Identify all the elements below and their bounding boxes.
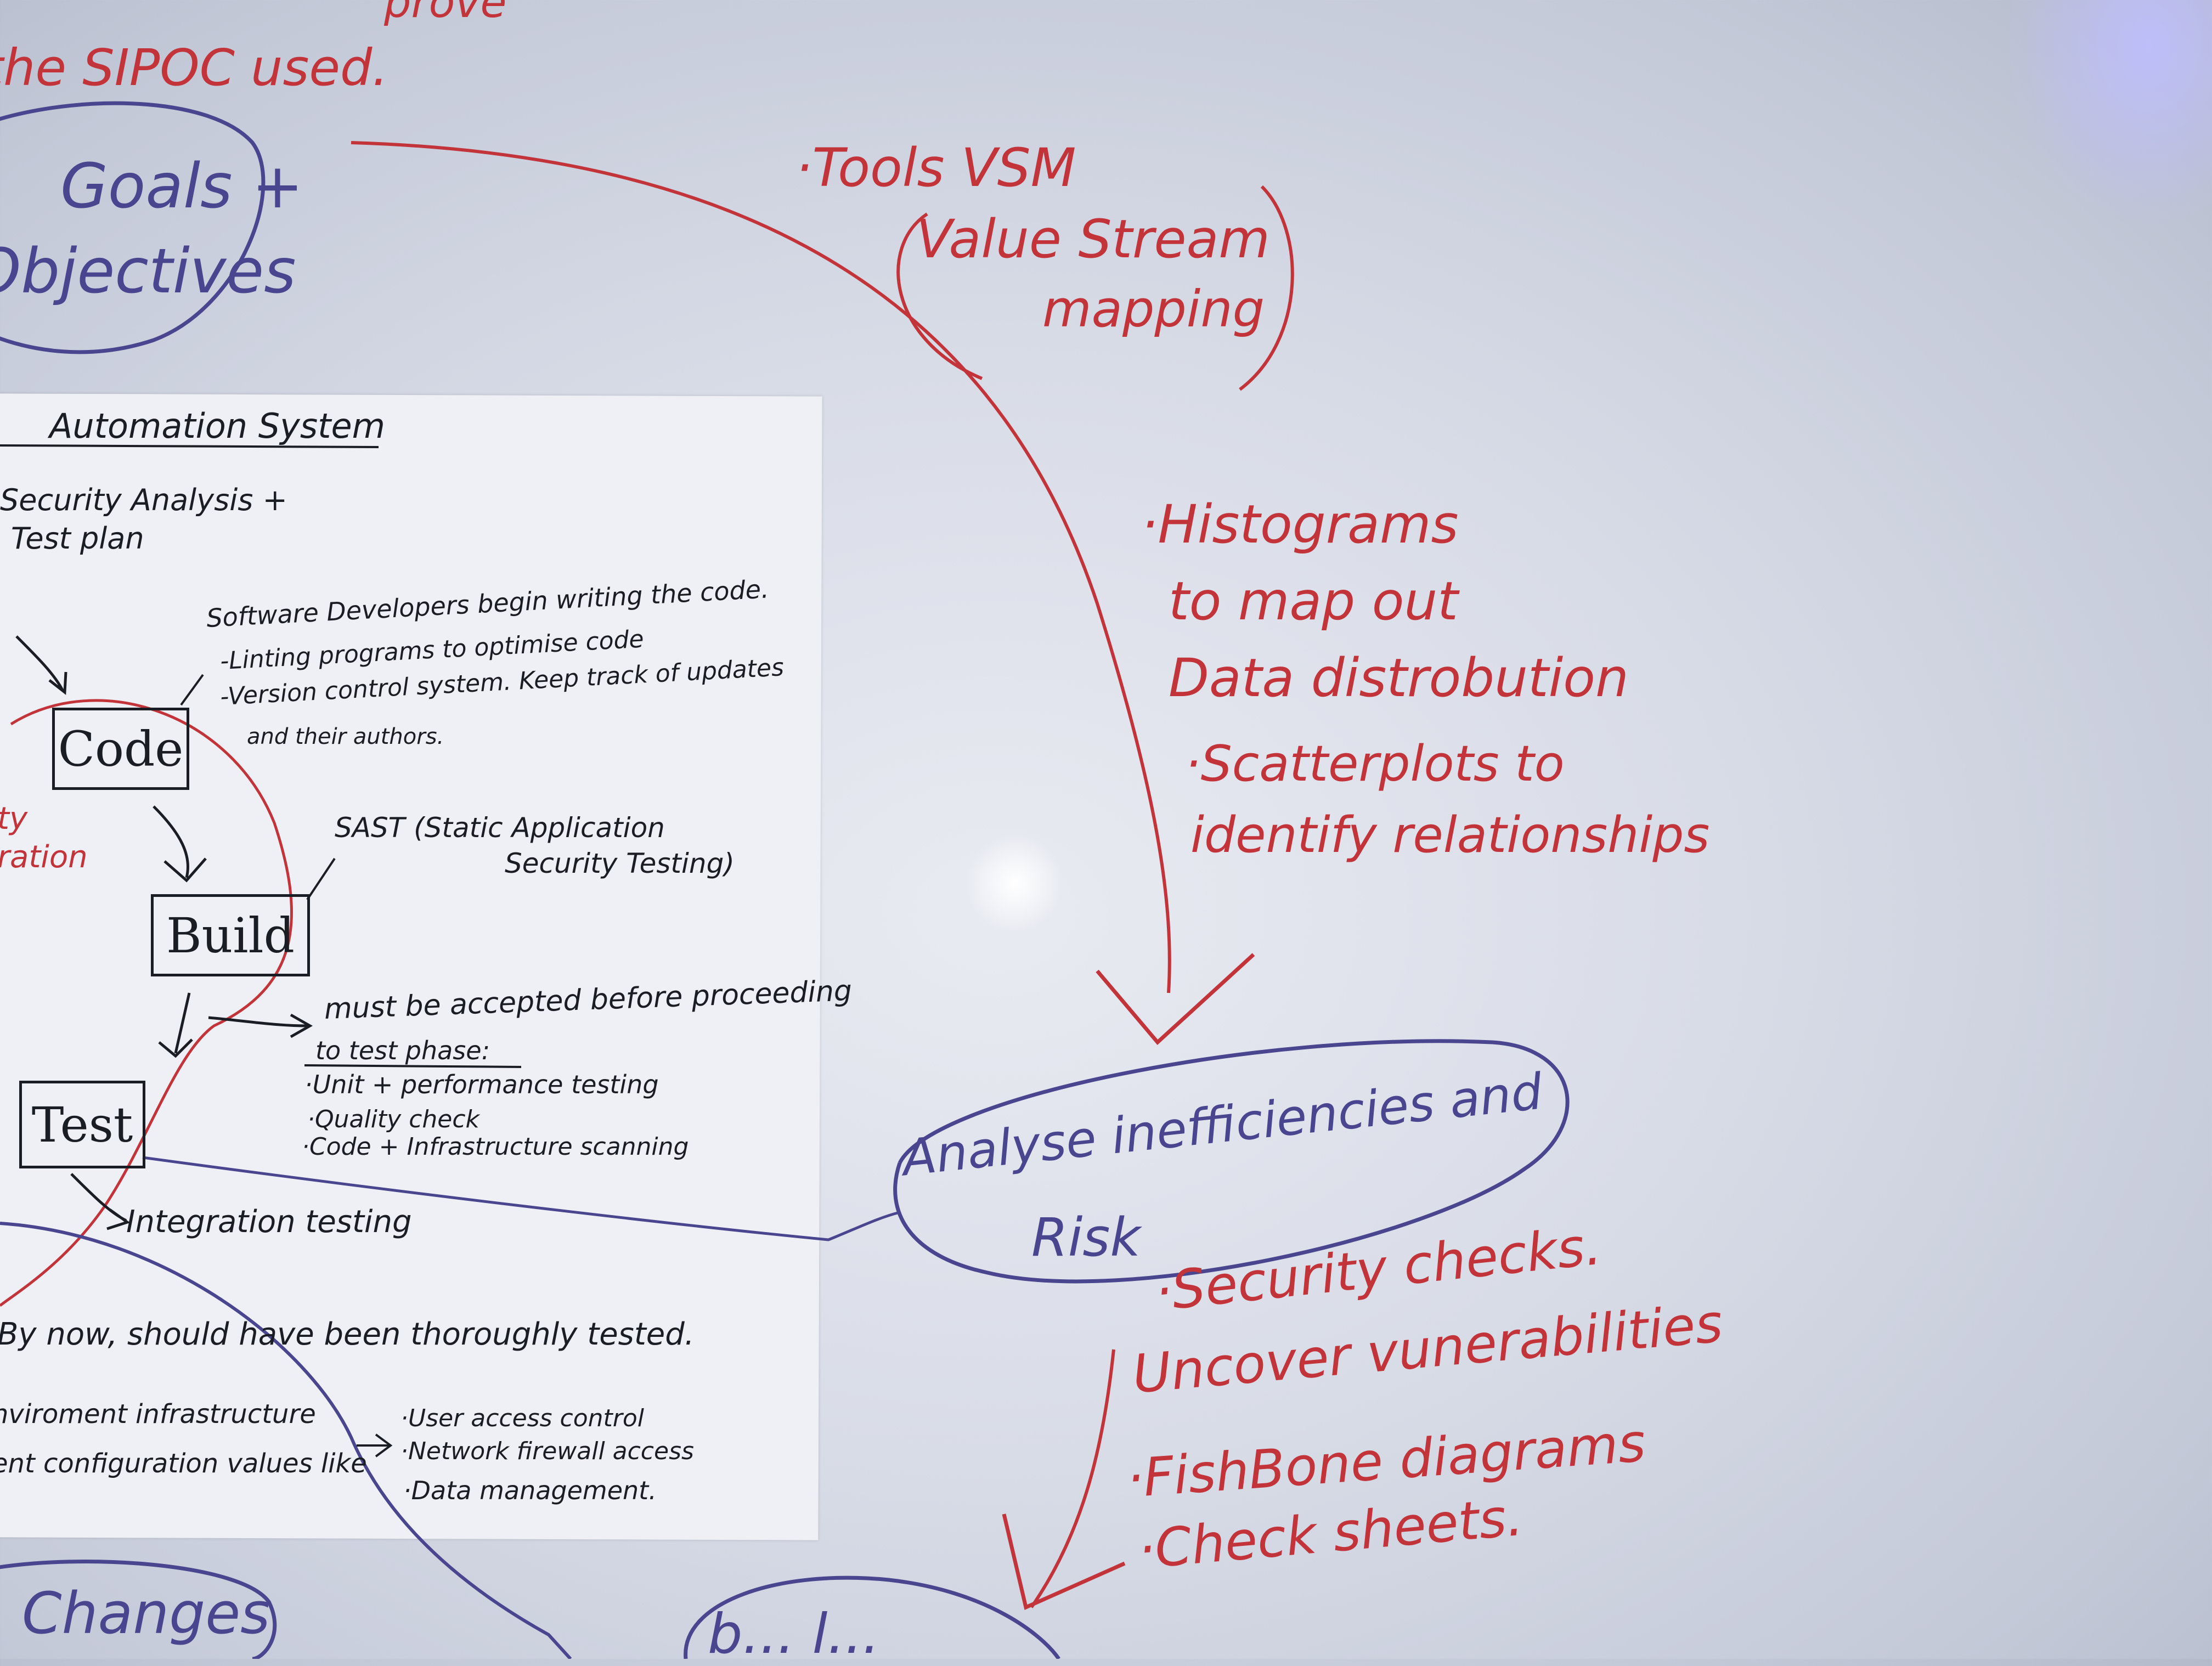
build-note-2: to test phase: [315,1036,490,1065]
margin-note-line-2: ration [0,839,88,875]
arrow-build-to-test [158,992,193,1058]
environment-line-1: nviroment infrastructure [0,1399,316,1430]
histograms-line-3: Data distrobution [1169,647,1629,709]
build-note-5: ·Code + Infrastructure scanning [302,1133,689,1161]
environment-line-2: ent configuration values like [0,1448,367,1479]
access-item-2: ·Network firewall access [400,1437,694,1465]
build-note-3: ·Unit + performance testing [304,1070,659,1099]
sipoc-line: the SIPOC used. [0,38,388,97]
notes-underline [304,1064,522,1068]
light-glare [966,834,1064,933]
arrow-code-to-build [153,805,207,883]
blue-sweep-line [0,1222,572,1659]
analyse-bubble-outline [893,1039,1570,1284]
histograms-line-2: to map out [1169,571,1458,632]
access-item-1: ·User access control [400,1404,644,1432]
changes-text: Changes [22,1580,270,1647]
tools-vsm-heading: ·Tools VSM [795,137,1076,199]
vsm-line-2: mapping [1042,280,1265,338]
goals-bubble-outline [0,101,266,354]
code-box: Code [52,708,189,790]
build-box: Build [151,894,310,976]
sheet-title: Automation System [49,406,386,446]
scatterplots-line-1: ·Scatterplots to [1185,735,1565,793]
sast-line-1: SAST (Static Application [335,812,665,844]
bottom-bubble-outline [684,1575,1060,1659]
top-fragment-text: prove [384,0,507,27]
code-note-4: and their authors. [247,724,444,749]
red-arrow-head-1 [1096,953,1255,1046]
light-reflection [2002,0,2212,230]
arrow-to-access-list [357,1433,393,1458]
goals-line-2: Objectives [0,236,296,307]
red-flow-arc [351,141,1171,993]
test-box: Test [19,1081,145,1168]
thoroughly-tested-text: By now, should have been thoroughly test… [0,1317,695,1352]
sast-line-2: Security Testing) [505,848,735,879]
goals-line-1: Goals + [60,151,303,222]
build-note-4: ·Quality check [307,1105,480,1133]
histograms-line-1: ·Histograms [1141,494,1459,555]
red-loop-on-sheet [0,699,293,1307]
scatterplots-line-2: identify relationships [1190,806,1710,864]
arrow-test-to-integration [70,1173,131,1230]
margin-note-line-1: ty [0,801,28,837]
blue-connector-line [142,1156,900,1241]
red-down-line [1030,1349,1115,1608]
access-item-3: ·Data management. [403,1476,657,1505]
sast-callout-line [306,857,336,901]
title-underline [0,444,379,448]
code-callout-line [180,674,204,706]
security-analysis-line-1: Security Analysis + [0,483,287,517]
bottom-fragment-text: b... l... [708,1602,880,1666]
arrow-build-to-notes [208,1013,313,1038]
integration-testing-text: Integration testing [126,1204,412,1240]
red-arrow-head-2 [1002,1513,1126,1610]
vsm-right-paren [1239,185,1294,391]
arrow-into-code [15,635,67,695]
changes-bubble-outline [0,1560,277,1659]
security-analysis-line-2: Test plan [11,521,144,556]
analyse-line-2: Risk [1031,1207,1141,1268]
vsm-left-paren [896,212,983,380]
vsm-line-1: Value Stream [916,208,1270,270]
